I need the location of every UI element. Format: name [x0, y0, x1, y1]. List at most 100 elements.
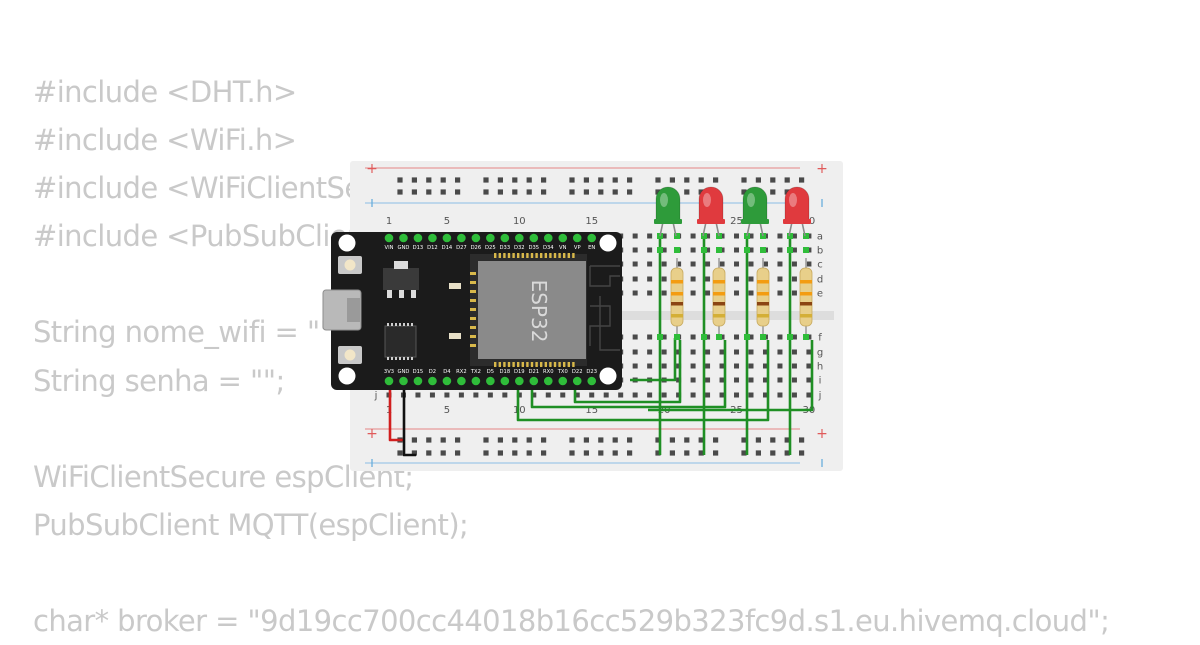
pin-header [587, 233, 597, 243]
rail-hole [512, 450, 518, 456]
breadboard-hole [748, 233, 754, 239]
column-number: 10 [513, 216, 526, 227]
rail-hole [684, 450, 690, 456]
chip-pin [391, 323, 393, 326]
breadboard-hole [719, 334, 725, 340]
breadboard-hole [806, 349, 812, 355]
wires [388, 236, 814, 457]
regulator-tab [394, 261, 408, 269]
breadboard-hole [647, 290, 653, 296]
module-pin [470, 272, 476, 275]
breadboard-hole [676, 392, 682, 398]
pin-label: D34 [543, 245, 554, 251]
rail-hole [526, 177, 532, 183]
rail-hole [669, 177, 675, 183]
rail-hole [426, 450, 432, 456]
pin-header [543, 233, 553, 243]
antenna-trace [589, 265, 620, 351]
chip-pin [403, 357, 405, 360]
module-pin [572, 253, 575, 258]
breadboard-hole [647, 363, 653, 369]
gpio-wire-1 [516, 340, 770, 422]
rail-hole [741, 437, 747, 443]
pin-header [529, 233, 539, 243]
code-line: String nome_wifi = ""; [33, 315, 342, 350]
module-pin [558, 362, 561, 367]
pin-label: RX2 [456, 369, 466, 375]
connected-hole [803, 233, 809, 239]
pin-label: D25 [485, 245, 496, 251]
rail-hole [397, 450, 403, 456]
rail-hole [583, 189, 589, 195]
breadboard-hole [603, 392, 609, 398]
breadboard-hole [791, 392, 797, 398]
module-pin [553, 253, 557, 258]
rail-hole [741, 177, 747, 183]
breadboard-hole [690, 276, 696, 282]
rail-hole [426, 189, 432, 195]
row-letter: i [819, 376, 822, 387]
breadboard-hole [589, 392, 595, 398]
breadboard-hole [690, 349, 696, 355]
module-pin [503, 253, 506, 258]
rail-hole [741, 189, 747, 195]
rail-hole [526, 437, 532, 443]
led-leg [702, 221, 707, 237]
breadboard-hole [632, 363, 638, 369]
breadboard-hole [574, 392, 580, 398]
rail-hole [799, 437, 805, 443]
breadboard-hole [734, 290, 740, 296]
module-pin [512, 253, 515, 258]
regulator-pin [411, 290, 416, 298]
breadboard-hole [661, 392, 667, 398]
row-letter: c [817, 260, 823, 271]
breadboard-hole [777, 377, 783, 383]
resistor-band [671, 280, 683, 284]
led-rim [783, 219, 811, 224]
rail-hole [411, 437, 417, 443]
led-leg [759, 221, 764, 237]
breadboard-hole [661, 349, 667, 355]
breadboard-hole [791, 261, 797, 267]
rail-hole [755, 437, 761, 443]
rail-hole [411, 189, 417, 195]
breadboard-hole [661, 363, 667, 369]
rail-hole [569, 437, 575, 443]
module-pin [549, 362, 552, 367]
pin-label: D2 [429, 369, 436, 375]
breadboard-hole [734, 377, 740, 383]
resistor-band [713, 314, 725, 318]
rail-hole [713, 177, 719, 183]
rail-hole [655, 177, 661, 183]
module-pin [494, 253, 497, 258]
module-pin [563, 362, 566, 367]
rail-hole [713, 437, 719, 443]
pin-header [486, 233, 495, 243]
connected-hole [674, 233, 680, 239]
pin-label: D22 [572, 369, 583, 375]
breadboard-hole [748, 290, 754, 296]
connected-hole [760, 334, 766, 340]
rail-hole [512, 437, 518, 443]
pin-header [428, 376, 437, 386]
column-number: 10 [513, 405, 526, 416]
module-pin [526, 362, 529, 367]
breadboard-hole [705, 377, 711, 383]
rail-hole [655, 189, 661, 195]
pin-header [428, 233, 437, 243]
breadboard-hole [777, 363, 783, 369]
breadboard-hole [719, 349, 725, 355]
chip-pin [403, 323, 405, 326]
rail-hole [526, 450, 532, 456]
module-pin [507, 253, 511, 258]
connected-hole [716, 334, 722, 340]
rail-hole [627, 177, 633, 183]
rail-hole [627, 450, 633, 456]
mounting-hole [599, 234, 617, 252]
rail-hole [569, 177, 575, 183]
rail-hole [512, 177, 518, 183]
pin-label: D32 [514, 245, 525, 251]
breadboard-hole [690, 334, 696, 340]
rail-hole [655, 437, 661, 443]
rail-hole [784, 450, 790, 456]
